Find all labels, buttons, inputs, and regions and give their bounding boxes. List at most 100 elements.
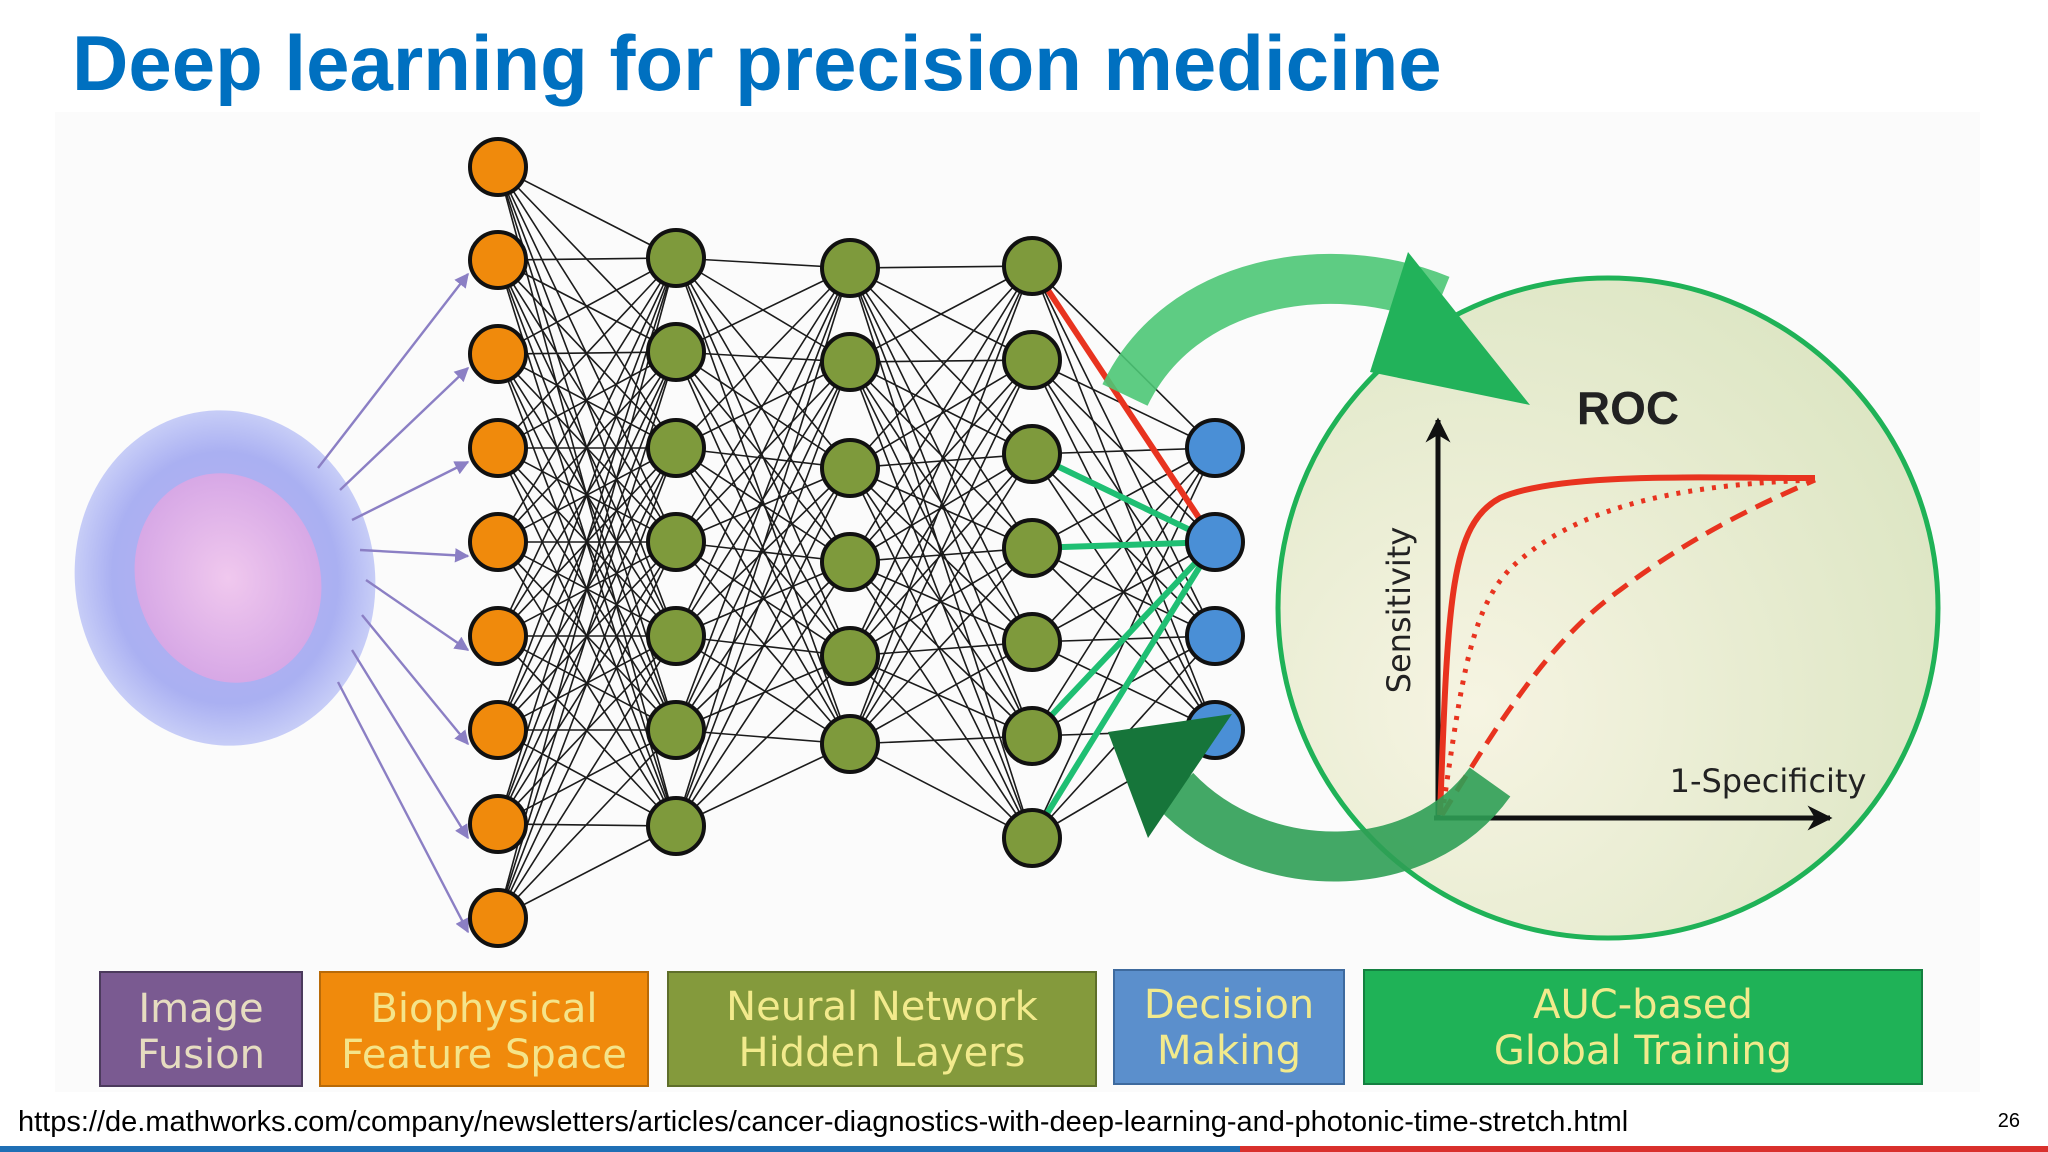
connection-line: [675, 467, 851, 637]
source-url: https://de.mathworks.com/company/newslet…: [18, 1106, 1629, 1138]
connection-line: [849, 735, 1033, 745]
connection-line: [849, 361, 1033, 737]
backward-arrow-head: [1108, 714, 1232, 838]
image-fusion-arrow: [336, 681, 470, 934]
connection-line: [497, 635, 677, 919]
label-feature-space-1: Biophysical: [370, 986, 597, 1032]
decision-layer-node: [1185, 512, 1245, 572]
connection-line: [675, 561, 851, 827]
highlight-green-weight: [1030, 451, 1217, 545]
label-decision-box: [1113, 969, 1345, 1085]
connection-line: [675, 267, 851, 637]
label-decision-1: Decision: [1144, 982, 1314, 1028]
label-image-fusion-box: [99, 971, 303, 1087]
label-hidden-layers-1: Neural Network: [726, 984, 1039, 1030]
highlight-red-weight: [1029, 264, 1218, 544]
biophysical-feature-space-node: [468, 230, 528, 290]
image-fusion-arrow: [317, 272, 469, 469]
roc-title: ROC: [1577, 382, 1679, 434]
highlight-green-weight: [1029, 539, 1218, 739]
connection-line: [849, 641, 1033, 745]
hidden-layer-3-node: [1002, 424, 1062, 484]
label-image-fusion-2: Fusion: [137, 1032, 265, 1078]
connection-line: [849, 265, 1033, 657]
hidden-layer-3-node: [1002, 808, 1062, 868]
footer-bar-blue: [0, 1146, 1240, 1152]
connection-line: [497, 257, 677, 449]
biophysical-feature-space-node: [468, 137, 528, 197]
backward-arrow: [1156, 766, 1511, 882]
hidden-layer-3-node: [1002, 706, 1062, 766]
connection-line: [675, 361, 851, 827]
connection-line: [497, 166, 677, 259]
biophysical-feature-space-node: [468, 324, 528, 384]
connection-line: [849, 265, 1033, 745]
connection-line: [849, 265, 1033, 469]
roc-curve-low: [1439, 477, 1817, 817]
connection-line: [675, 743, 851, 827]
highlighted-weights: [1029, 264, 1218, 840]
training-arrows: [1102, 252, 1530, 882]
decision-layer-node: [1185, 606, 1245, 666]
connection-line: [849, 265, 1033, 269]
connection-line: [849, 655, 1033, 839]
connection-line: [849, 453, 1033, 657]
page-number: 26: [1997, 1110, 2020, 1132]
connection-line: [849, 361, 1033, 455]
connection-line: [497, 825, 677, 919]
connection-line: [675, 467, 851, 543]
connection-line: [849, 361, 1033, 643]
biophysical-feature-space-node: [468, 700, 528, 760]
connection-line: [497, 257, 677, 543]
hidden-layer-3-node: [1002, 330, 1062, 390]
hidden-layer-3-node: [1002, 518, 1062, 578]
roc-y-label: Sensitivity: [1380, 527, 1418, 694]
label-decision-2: Making: [1157, 1028, 1301, 1074]
hidden-layer-3-node: [1002, 612, 1062, 672]
image-fusion-arrow: [359, 548, 470, 563]
image-fusion-arrow: [339, 367, 470, 491]
connection-line: [849, 359, 1033, 657]
label-auc-1: AUC-based: [1533, 982, 1753, 1028]
connection-line: [849, 655, 1033, 737]
connection-line: [849, 359, 1033, 363]
connection-line: [849, 743, 1033, 839]
connection-line: [497, 447, 677, 919]
biophysical-feature-space-node: [468, 606, 528, 666]
image-fusion-arrow: [361, 614, 469, 746]
label-image-fusion-1: Image: [138, 986, 263, 1032]
highlight-green-weight: [1029, 540, 1218, 840]
connection-line: [675, 467, 851, 731]
connection-line: [675, 267, 851, 731]
biophysical-feature-space-node: [468, 418, 528, 478]
hidden-layer-1-node: [646, 796, 706, 856]
image-fusion-arrow: [351, 460, 470, 522]
hidden-layer-2-node: [820, 332, 880, 392]
hidden-layer-1-node: [646, 512, 706, 572]
connection-line: [849, 547, 1033, 657]
hidden-layer-1-node: [646, 322, 706, 382]
connection-line: [675, 467, 851, 827]
connection-line: [497, 166, 677, 449]
hidden-layer-2-node: [820, 532, 880, 592]
connection-line: [497, 729, 677, 919]
connection-line: [497, 257, 677, 355]
connection-line: [849, 547, 1033, 745]
hidden-layer-3-node: [1002, 236, 1062, 296]
hidden-layer-1-node: [646, 700, 706, 760]
label-auc-box: [1363, 969, 1923, 1085]
biophysical-feature-space-node: [468, 888, 528, 948]
connection-line: [1031, 447, 1216, 455]
connection-line: [849, 265, 1033, 363]
label-feature-space-box: [319, 971, 649, 1087]
connection-line: [675, 267, 851, 353]
connection-line: [849, 467, 1033, 839]
hidden-layer-1-node: [646, 228, 706, 288]
label-feature-space-2: Feature Space: [341, 1032, 627, 1078]
slide-title: Deep learning for precision medicine: [72, 19, 1442, 107]
image-fusion-arrow: [365, 579, 470, 651]
connection-line: [675, 655, 851, 827]
connection-line: [849, 359, 1033, 745]
connection-line: [849, 361, 1033, 549]
